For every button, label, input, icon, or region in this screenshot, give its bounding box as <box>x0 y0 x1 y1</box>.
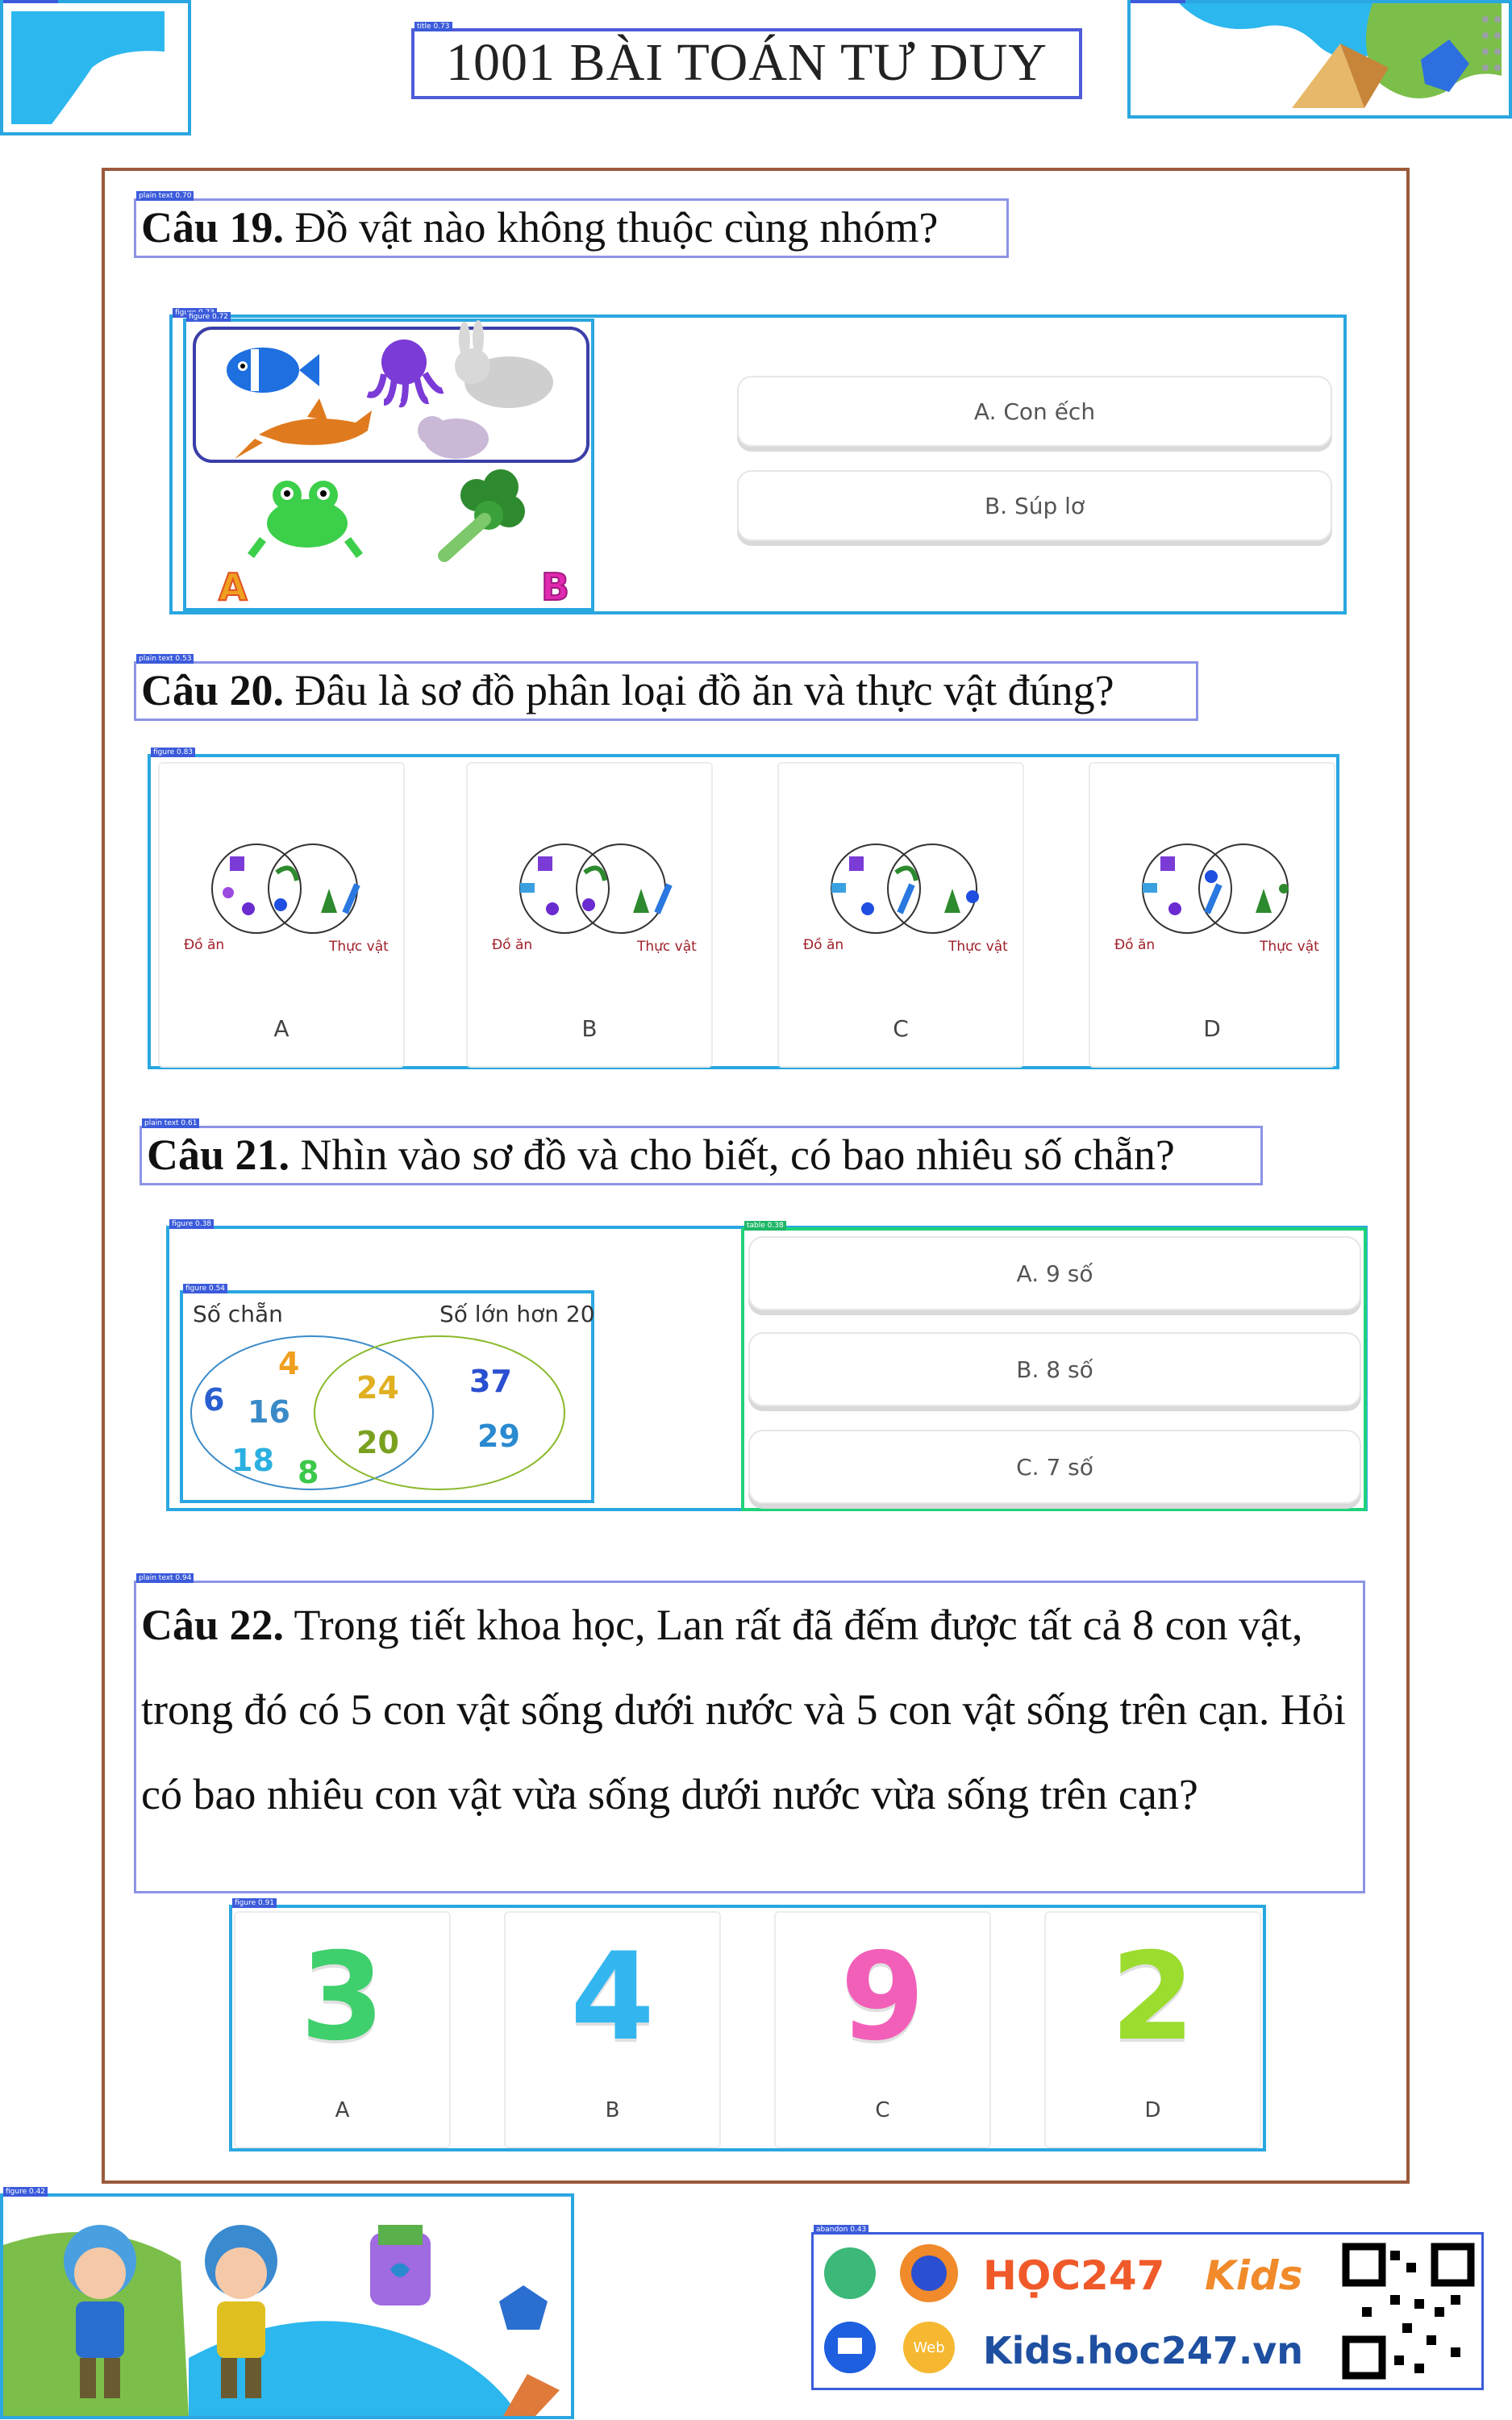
web-badge: Web <box>913 2339 944 2356</box>
answer-number: 2 <box>1110 1927 1195 2068</box>
card-label: A <box>273 1015 289 1042</box>
backpack-icon <box>370 2225 431 2305</box>
answer-label: A <box>335 2098 350 2122</box>
letter-b: B <box>541 565 569 609</box>
q21-options: table 0.38 <box>741 1221 1367 1511</box>
svg-text:Đồ ăn: Đồ ăn <box>184 936 224 953</box>
answer-label: C <box>875 2098 890 2122</box>
header-left-decoration: abandon 0.72 <box>0 0 191 135</box>
card-label: B <box>581 1015 598 1042</box>
answer-label: B <box>605 2098 620 2122</box>
venn-diagram: Đồ ăn Thực vật <box>492 843 697 955</box>
boy-icon <box>64 2225 136 2398</box>
venn-card-b[interactable]: Đồ ăn Thực vật B <box>466 762 713 1068</box>
svg-text:20: 20 <box>356 1425 399 1460</box>
question-number: Câu 19. <box>141 203 285 252</box>
brand-name: HỌC247 <box>983 2252 1164 2299</box>
shapes-decoration-icon <box>1179 3 1502 108</box>
option-a-button[interactable]: A. Con ếch <box>737 376 1332 447</box>
svg-text:8: 8 <box>298 1455 319 1490</box>
footer-brand: abandon 0.43 Web HỌC247 Kids Kids.hoc247… <box>811 2225 1484 2390</box>
question-number: Câu 20. <box>141 666 285 714</box>
svg-text:6: 6 <box>203 1382 224 1418</box>
svg-text:24: 24 <box>356 1370 399 1406</box>
svg-text:Đồ ăn: Đồ ăn <box>492 936 532 953</box>
fish-icon <box>227 348 319 393</box>
pentagon-icon <box>499 2285 548 2330</box>
apple-android-icon <box>824 2247 876 2299</box>
frog-icon <box>248 481 363 558</box>
venn-diagram: Đồ ăn Thực vật <box>803 843 1008 955</box>
web-icon <box>903 2322 955 2373</box>
even-numbers-venn: Số chẵn Số lớn hơn 20 4 6 16 18 8 24 20 … <box>190 1301 595 1490</box>
svg-text:18: 18 <box>231 1443 274 1478</box>
question-text: Đâu là sơ đồ phân loại đồ ăn và thực vật… <box>284 666 1114 714</box>
svg-text:29: 29 <box>477 1418 520 1454</box>
wave-decoration-icon <box>11 11 165 124</box>
venn-card-c[interactable]: Đồ ăn Thực vật C <box>777 762 1024 1068</box>
venn-card-a[interactable]: Đồ ăn Thực vật A <box>158 762 405 1068</box>
octopus-icon <box>366 339 444 408</box>
svg-text:Thực vật: Thực vật <box>948 939 1008 955</box>
header-right-decoration: abandon 0.54 <box>1127 0 1512 119</box>
answer-label: D <box>1144 2098 1161 2122</box>
pig-icon <box>418 416 489 459</box>
pencil-icon <box>503 2374 560 2416</box>
brand-kids: Kids <box>1205 2252 1302 2299</box>
svg-text:37: 37 <box>469 1364 512 1399</box>
question-19: plain text 0.70 Câu 19. Đồ vật nào không… <box>134 191 1009 258</box>
kids-illustration <box>3 2225 560 2416</box>
question-text: Nhìn vào sơ đồ và cho biết, có bao nhiêu… <box>289 1131 1175 1179</box>
set-label-over-20: Số lớn hơn 20 <box>439 1301 595 1327</box>
footer-kids-illustration: figure 0.42 <box>0 2187 574 2419</box>
question-20: plain text 0.53 Câu 20. Đâu là sơ đồ phâ… <box>134 654 1198 721</box>
venn-diagram: Đồ ăn Thực vật <box>184 843 389 955</box>
svg-text:Thực vật: Thực vật <box>1259 939 1319 955</box>
shark-icon <box>235 398 372 459</box>
venn-diagram: Đồ ăn Thực vật <box>1114 843 1319 955</box>
svg-text:Đồ ăn: Đồ ăn <box>803 936 843 953</box>
answer-number: 9 <box>840 1927 925 2068</box>
qr-code-icon <box>1342 2243 1475 2380</box>
q21-venn: figure 0.54 Số chẵn Số lớn hơn 20 4 6 16… <box>180 1284 595 1503</box>
card-label: C <box>893 1015 909 1042</box>
option-b-button[interactable]: B. Súp lơ <box>737 470 1332 541</box>
card-label: D <box>1203 1015 1221 1042</box>
svg-text:16: 16 <box>248 1394 290 1430</box>
broccoli-icon <box>438 469 525 562</box>
question-22: plain text 0.94 Câu 22. Trong tiết khoa … <box>134 1573 1365 1893</box>
answer-number: 3 <box>300 1927 385 2068</box>
brand-site: Kids.hoc247.vn <box>983 2329 1303 2372</box>
set-label-even: Số chẵn <box>193 1301 283 1327</box>
svg-text:Thực vật: Thực vật <box>636 939 697 955</box>
svg-text:Thực vật: Thực vật <box>328 939 389 955</box>
q19-picture: figure 0.72 <box>183 312 594 611</box>
question-text: Đồ vật nào không thuộc cùng nhóm? <box>284 203 939 252</box>
q22-figure: figure 0.91 <box>229 1898 1266 2151</box>
question-text: Trong tiết khoa học, Lan rất đã đếm được… <box>141 1601 1346 1818</box>
venn-card-d[interactable]: Đồ ăn Thực vật D <box>1089 762 1335 1068</box>
girl-icon <box>205 2225 277 2398</box>
animals-picture: A B <box>193 320 589 610</box>
question-number: Câu 22. <box>141 1601 285 1649</box>
content-frame <box>102 168 1410 2184</box>
brand-banner: Web HỌC247 Kids Kids.hoc247.vn <box>824 2243 1475 2380</box>
svg-text:Đồ ăn: Đồ ăn <box>1114 936 1155 953</box>
rabbit-icon <box>455 320 553 408</box>
answer-number: 4 <box>570 1927 655 2068</box>
option-c-button[interactable]: C. 7 số <box>748 1430 1361 1504</box>
svg-text:4: 4 <box>278 1346 299 1381</box>
q20-figure: figure 0.83 <box>148 748 1339 1069</box>
question-21: plain text 0.61 Câu 21. Nhìn vào sơ đồ v… <box>140 1118 1263 1185</box>
question-number: Câu 21. <box>147 1131 290 1179</box>
page-title: title 0.73 1001 BÀI TOÁN TƯ DUY <box>411 22 1082 99</box>
letter-a: A <box>219 565 248 609</box>
option-a-button[interactable]: A. 9 số <box>748 1236 1361 1310</box>
option-b-button[interactable]: B. 8 số <box>748 1332 1361 1406</box>
